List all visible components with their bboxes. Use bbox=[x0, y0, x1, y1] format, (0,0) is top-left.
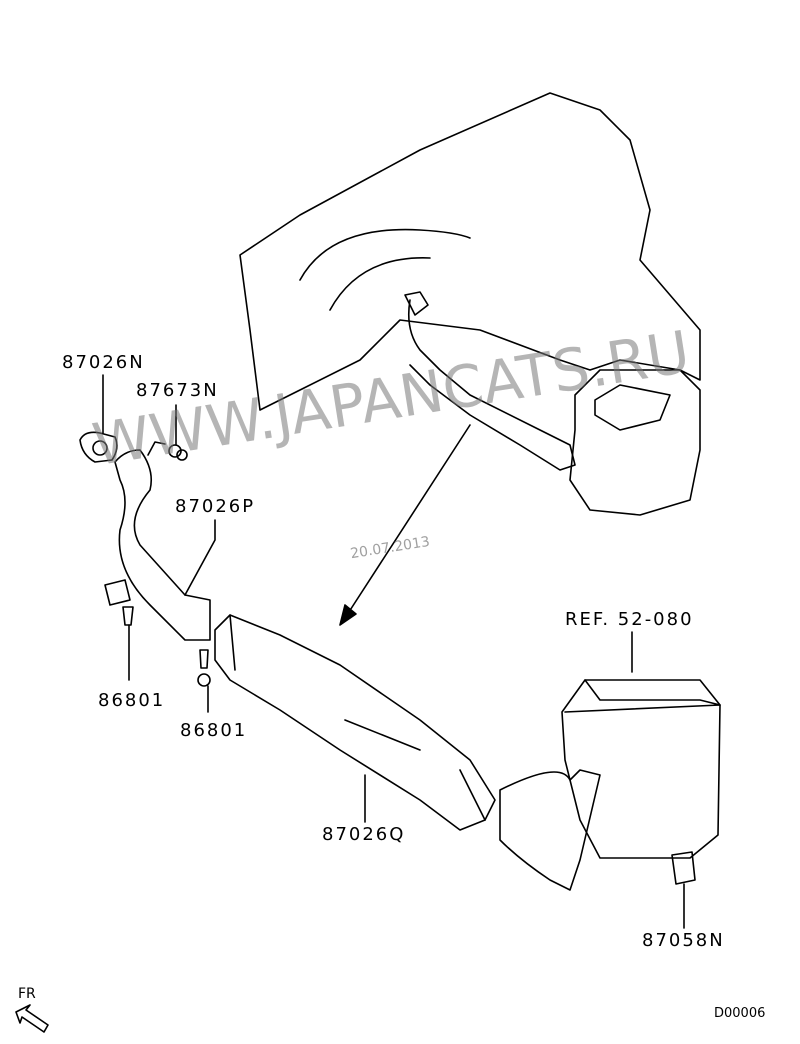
callout-86801-b: 86801 bbox=[180, 720, 248, 741]
duct-87026p bbox=[114, 449, 211, 641]
direction-label: FR bbox=[18, 986, 36, 1002]
part-87058n bbox=[671, 851, 696, 885]
screw-86801-b bbox=[199, 649, 209, 669]
heater-unit-ref bbox=[561, 679, 721, 859]
callout-86801-a: 86801 bbox=[98, 690, 166, 711]
callout-87026q: 87026Q bbox=[322, 824, 406, 845]
upper-heater-unit bbox=[569, 369, 701, 516]
callout-ref-52-080: REF. 52-080 bbox=[565, 609, 694, 630]
diagram-code: D00006 bbox=[714, 1006, 766, 1021]
callout-87026n: 87026N bbox=[62, 352, 145, 373]
upper-duct bbox=[407, 299, 576, 471]
blower-duct bbox=[499, 769, 601, 891]
callout-87673n: 87673N bbox=[136, 380, 219, 401]
fr-arrow-icon bbox=[15, 1004, 49, 1033]
callout-87058n: 87058N bbox=[642, 930, 725, 951]
callout-87026p: 87026P bbox=[175, 496, 256, 517]
duct-87026q bbox=[214, 614, 496, 831]
clip-87673n bbox=[168, 444, 182, 458]
gasket-87026n bbox=[79, 431, 118, 463]
leader-arrow bbox=[344, 424, 471, 619]
screw-86801-a bbox=[122, 606, 134, 626]
dashboard-cluster-arc bbox=[299, 228, 471, 281]
